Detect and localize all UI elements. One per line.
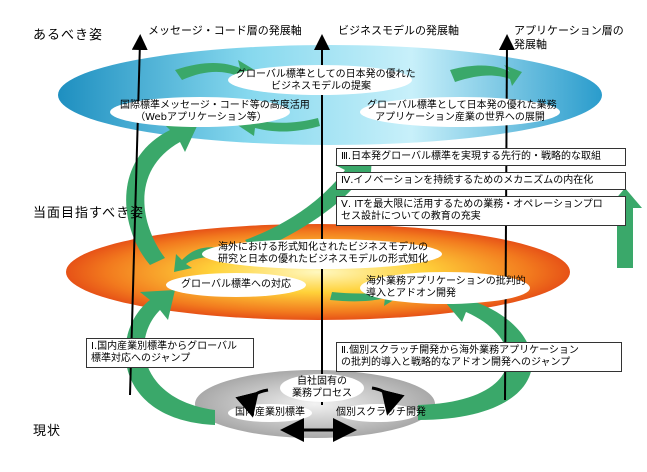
step-5-line1: Ⅴ. ITを最大限に活用するための業務・オペレーションプロ: [341, 199, 603, 210]
step-3-box: Ⅲ.日本発グローバル標準を実現する先行的・戦略的な取組: [336, 148, 626, 166]
level-target-label: 当面目指すべき姿: [33, 206, 145, 221]
step-5-line2: セス設計についての教育の充実: [341, 211, 481, 222]
step-2-line2: の批判的導入と戦略的なアドオン開発へのジャンプ: [341, 357, 571, 368]
step-4-box: Ⅳ.イノベーションを持続するためのメカニズムの内在化: [336, 172, 626, 190]
step-1-line1: Ⅰ.国内産業別標準からグローバル: [91, 341, 238, 352]
ideal-intl-standard-text: 国際標準メッセージ・コード等の高度活用 （Webアプリケーション等）: [120, 100, 310, 124]
target-overseas-app-text: 海外業務アプリケーションの批判的 導入とアドオン開発: [366, 276, 526, 300]
step-2-box: Ⅱ.個別スクラッチ開発から海外業務アプリケーション の批判的導入と戦略的なアドオ…: [336, 342, 622, 372]
step-1-box: Ⅰ.国内産業別標準からグローバル 標準対応へのジャンプ: [86, 338, 254, 368]
ideal-global-model-line2: ビジネスモデルの提案: [271, 81, 371, 92]
current-scratch-dev-text: 個別スクラッチ開発: [336, 407, 426, 418]
target-pills: [166, 239, 530, 304]
target-overseas-app-line1: 海外業務アプリケーションの批判的: [366, 276, 526, 287]
ideal-app-industry-line1: グローバル標準として日本発の優れた業務: [367, 100, 557, 111]
level-ideal-label: あるべき姿: [33, 28, 104, 43]
target-global-standard-text: グローバル標準への対応: [181, 279, 291, 290]
ideal-intl-standard-line2: （Webアプリケーション等）: [135, 112, 267, 123]
level-current-label: 現状: [33, 424, 62, 439]
target-formal-knowledge-text: 海外における形式知化されたビジネスモデルの 研究と日本の優れたビジネスモデルの形…: [212, 242, 434, 266]
target-overseas-app-line2: 導入とアドオン開発: [366, 288, 456, 299]
ideal-app-industry-text: グローバル標準として日本発の優れた業務 アプリケーション産業の世界への展開: [367, 100, 557, 124]
target-formal-knowledge-line2: 研究と日本の優れたビジネスモデルの形式知化: [218, 254, 428, 265]
target-formal-knowledge-line1: 海外における形式知化されたビジネスモデルの: [218, 242, 428, 253]
ideal-pills: [110, 65, 560, 127]
step-5-box: Ⅴ. ITを最大限に活用するための業務・オペレーションプロ セス設計についての教…: [336, 196, 626, 226]
business-model-axis-label: ビジネスモデルの発展軸: [338, 24, 459, 37]
application-axis-label-line2: 発展軸: [514, 38, 547, 51]
ideal-app-industry-line2: アプリケーション産業の世界への展開: [375, 112, 545, 123]
message-code-axis-label: メッセージ・コード層の発展軸: [148, 24, 302, 37]
step-1-line2: 標準対応へのジャンプ: [91, 353, 191, 364]
ideal-global-model-line1: グローバル標準としての日本発の優れた: [236, 69, 416, 80]
current-own-process-line1: 自社固有の: [297, 376, 347, 387]
current-domestic-standard-text: 国内産業別標準: [235, 407, 305, 418]
ideal-intl-standard-line1: 国際標準メッセージ・コード等の高度活用: [120, 100, 310, 111]
application-axis-label-line1: アプリケーション層の: [514, 24, 624, 37]
current-cycle-arrows: [235, 386, 405, 442]
current-own-process-line2: 業務プロセス: [292, 388, 352, 399]
ideal-global-model-text: グローバル標準としての日本発の優れた ビジネスモデルの提案: [236, 69, 416, 93]
step-2-line1: Ⅱ.個別スクラッチ開発から海外業務アプリケーション: [341, 345, 579, 356]
message-code-axis-line: [129, 34, 148, 396]
current-own-process-text: 自社固有の 業務プロセス: [290, 376, 354, 400]
